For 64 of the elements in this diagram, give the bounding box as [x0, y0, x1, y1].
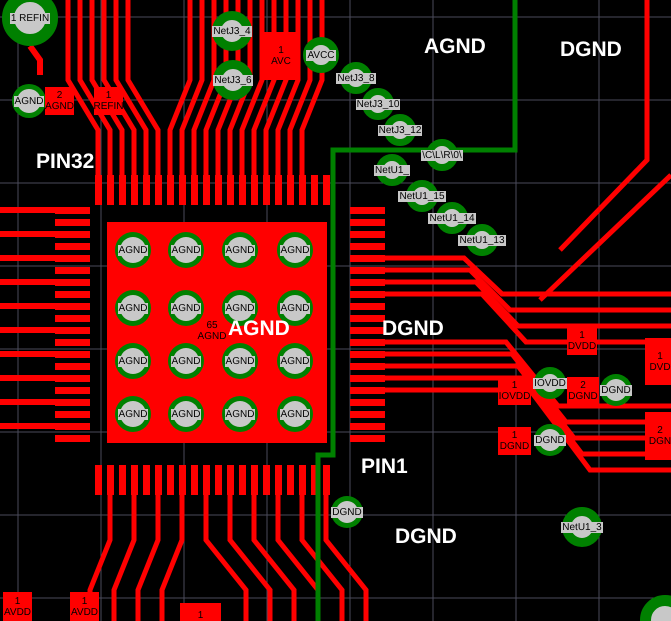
net-label: AGND — [118, 356, 148, 366]
pad-label: 1 IOVDD — [498, 380, 531, 402]
net-region-label: DGND — [382, 317, 444, 341]
net-label: AGND — [224, 408, 256, 420]
net-label: AGND — [280, 244, 310, 256]
net-label: AGND — [170, 244, 202, 256]
net-label: DGND — [534, 434, 566, 446]
net-label: AGND — [280, 302, 310, 314]
pad-label: 1 — [198, 610, 204, 620]
net-label: NetJ3_4 — [212, 26, 252, 36]
net-label: AGND — [170, 408, 202, 420]
pad-label: 1 DGND — [498, 430, 530, 452]
via-pad — [562, 507, 602, 547]
net-region-label: AGND — [228, 317, 290, 341]
net-label: IOVDD — [533, 378, 567, 388]
smd-pad — [645, 412, 671, 460]
net-label: AGND — [224, 356, 256, 366]
net-label: AGND — [170, 302, 202, 314]
net-label: \C\L\R\0\ — [421, 150, 463, 160]
pad-label: 65 AGND — [196, 320, 228, 342]
net-label: AGND — [118, 244, 148, 256]
pad-label: 1 AVC — [270, 45, 292, 67]
net-region-label: PIN32 — [36, 150, 94, 174]
net-label: NetU1_14 — [428, 212, 476, 224]
via-pad — [213, 60, 253, 100]
net-label: AGND — [118, 408, 148, 420]
net-label: NetJ3_6 — [213, 74, 253, 86]
net-label: AGND — [224, 244, 256, 256]
net-label: DGND — [600, 384, 632, 396]
pad-label: 1 REFIN — [94, 90, 124, 112]
net-label: AGND — [280, 356, 310, 366]
net-region-label: PIN1 — [361, 455, 408, 479]
net-label: NetU1_13 — [458, 234, 506, 246]
net-label: NetJ3_12 — [378, 124, 422, 136]
net-label: AVCC — [306, 50, 336, 60]
pad-label: 2 DGN — [648, 425, 671, 447]
net-label: 1 REFIN — [10, 12, 50, 24]
net-region-label: AGND — [424, 35, 486, 59]
smd-pad — [645, 338, 671, 385]
net-label: AGND — [224, 302, 256, 314]
net-label: NetU1_15 — [398, 190, 446, 202]
net-label: DGND — [331, 506, 363, 518]
pad-label: 1 DVDD — [567, 330, 597, 352]
via-pad — [534, 367, 566, 399]
pad-label: 1 AVDD — [3, 596, 32, 618]
net-label: NetU1_3 — [561, 522, 603, 532]
via-pad — [303, 37, 339, 73]
via-pad — [2, 0, 58, 46]
net-label: NetU1_ — [374, 164, 410, 176]
net-label: NetJ3_8 — [336, 72, 376, 84]
net-label: AGND — [170, 356, 202, 366]
net-region-label: DGND — [560, 38, 622, 62]
pad-label: 1 DVD — [648, 350, 671, 372]
pad-label: 2 DGND — [567, 380, 599, 402]
net-label: AGND — [118, 302, 148, 314]
via-pad — [376, 154, 408, 186]
net-label: AGND — [280, 408, 310, 420]
net-label: NetJ3_10 — [356, 98, 400, 110]
smd-pad — [180, 603, 221, 621]
pad-label: 1 AVDD — [70, 596, 99, 618]
pad-label: 2 AGND — [45, 90, 74, 112]
net-region-label: DGND — [395, 525, 457, 549]
exposed-ground-pad — [107, 222, 327, 443]
net-label: AGND — [14, 96, 44, 106]
